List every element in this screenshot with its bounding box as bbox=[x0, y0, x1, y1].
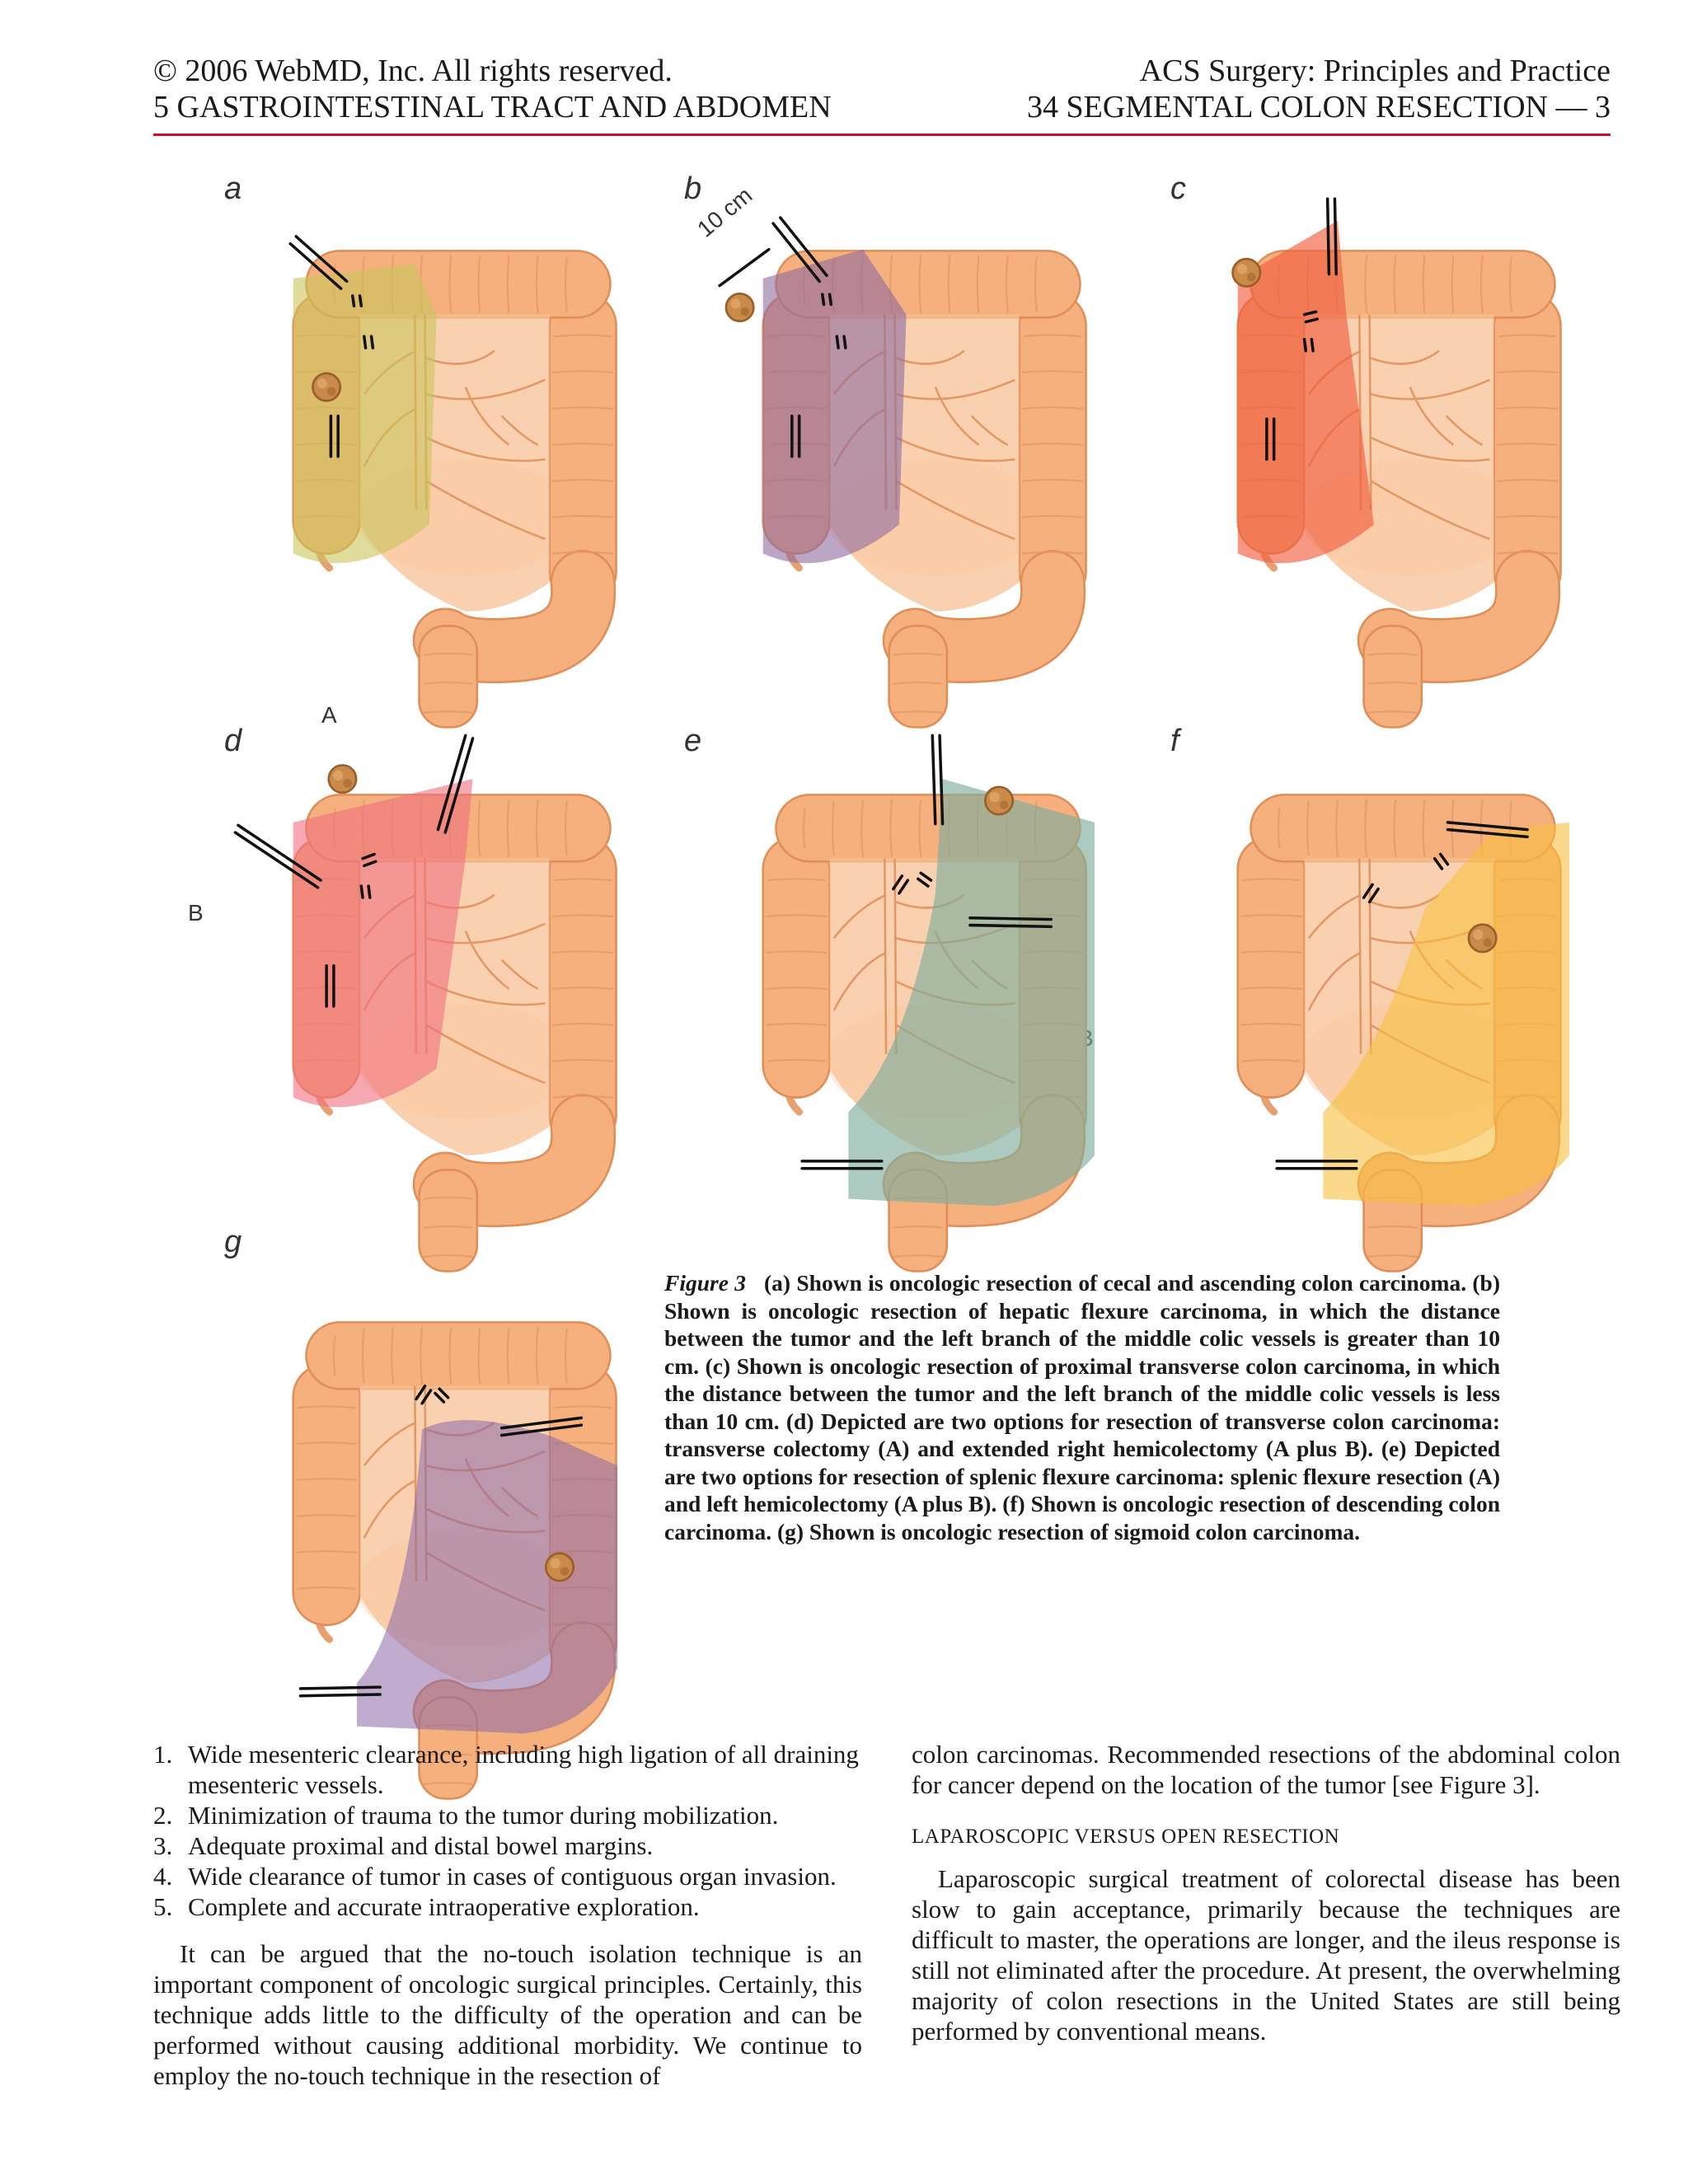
right-column: colon carcinomas. Recommended resections… bbox=[912, 1739, 1620, 2046]
body-paragraph: Laparoscopic surgical treatment of color… bbox=[912, 1864, 1620, 2046]
figure-panel-a: a bbox=[219, 171, 697, 742]
list-item: 2.Minimization of trauma to the tumor du… bbox=[153, 1801, 779, 1830]
colon-diagram-f bbox=[1164, 750, 1642, 1286]
book-title: ACS Surgery: Principles and Practice bbox=[1139, 54, 1611, 88]
left-column: 1.Wide mesenteric clearance, including h… bbox=[153, 1739, 862, 2091]
segment-label-a: A bbox=[321, 702, 337, 728]
chapter-title: 34 SEGMENTAL COLON RESECTION — 3 bbox=[1026, 90, 1611, 124]
colon-diagram-g bbox=[219, 1277, 697, 1813]
figure-panel-e: e A B bbox=[684, 724, 1167, 1286]
panel-label: e bbox=[684, 724, 702, 758]
colon-diagram-e bbox=[689, 733, 1167, 1286]
panel-label: d bbox=[224, 724, 242, 758]
colon-diagram-a bbox=[219, 206, 697, 742]
oncologic-principles-list: 1.Wide mesenteric clearance, including h… bbox=[153, 1739, 862, 1922]
figure-label: Figure 3 bbox=[664, 1270, 747, 1296]
segment-label-b: B bbox=[188, 900, 204, 926]
running-header: © 2006 WebMD, Inc. All rights reserved. … bbox=[153, 53, 1611, 138]
list-item: 1.Wide mesenteric clearance, including h… bbox=[153, 1740, 859, 1799]
list-item: 5.Complete and accurate intraoperative e… bbox=[153, 1892, 700, 1921]
panel-label: g bbox=[224, 1225, 242, 1259]
panel-label: c bbox=[1170, 171, 1186, 206]
figure-panel-b: b 10 cm bbox=[684, 171, 1167, 742]
body-paragraph: colon carcinomas. Recommended resections… bbox=[912, 1740, 1620, 1799]
list-item: 3.Adequate proximal and distal bowel mar… bbox=[153, 1831, 654, 1860]
body-paragraph: It can be argued that the no-touch isola… bbox=[153, 1939, 862, 2090]
figure-panel-d: d A B bbox=[188, 702, 697, 1286]
figure-panel-f: f bbox=[1164, 724, 1642, 1286]
copyright-notice: © 2006 WebMD, Inc. All rights reserved. bbox=[153, 54, 673, 88]
colon-diagram-b bbox=[718, 216, 1167, 742]
figure-panel-c: c bbox=[1164, 171, 1642, 742]
section-heading: LAPAROSCOPIC VERSUS OPEN RESECTION bbox=[912, 1825, 1340, 1848]
caption-text: (a) Shown is oncologic resection of ceca… bbox=[664, 1270, 1500, 1544]
panel-label: f bbox=[1170, 724, 1179, 758]
colon-diagram-c bbox=[1164, 197, 1642, 742]
section-title: 5 GASTROINTESTINAL TRACT AND ABDOMEN bbox=[153, 90, 832, 124]
figure-panel-g: g bbox=[219, 1225, 697, 1813]
panel-label: a bbox=[224, 171, 242, 206]
colon-diagram-d bbox=[233, 733, 697, 1286]
figure-caption: Figure 3 (a) Shown is oncologic resectio… bbox=[664, 1269, 1500, 1545]
panel-label: b bbox=[684, 171, 702, 206]
list-item: 4.Wide clearance of tumor in cases of co… bbox=[153, 1862, 837, 1891]
header-rule bbox=[153, 134, 1611, 136]
